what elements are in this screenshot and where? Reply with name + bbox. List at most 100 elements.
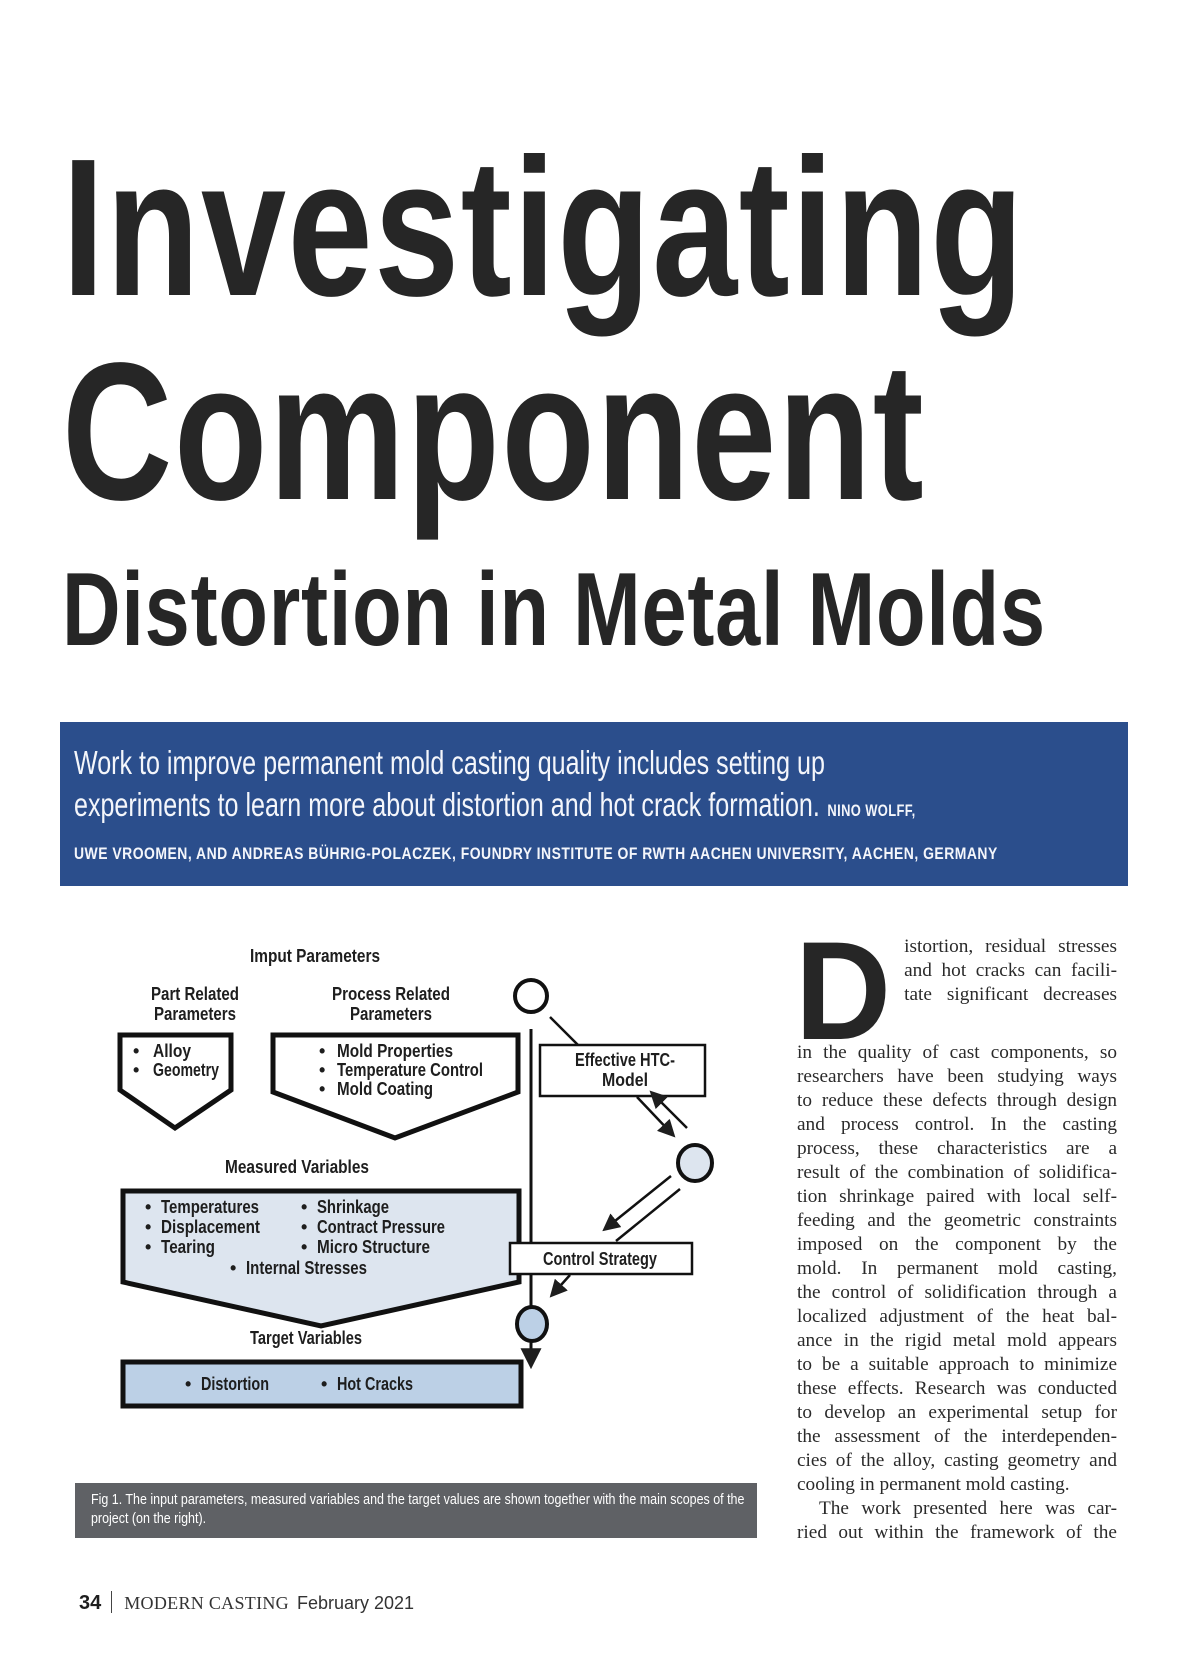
measured-item-internal-stresses: Internal Stresses [246, 1258, 367, 1278]
part-related-heading-2: Parameters [154, 1004, 236, 1024]
arrow-control-to-bottom [549, 1274, 571, 1298]
footer-divider [111, 1591, 113, 1613]
body-line: the control of solidification through a [797, 1282, 1117, 1303]
bullet: • [133, 1041, 139, 1061]
body-line: imposed on the component by the [797, 1234, 1117, 1255]
measured-item-shrinkage: Shrinkage [317, 1197, 389, 1217]
bullet: • [319, 1079, 325, 1099]
measured-item-micro-structure: Micro Structure [317, 1237, 430, 1257]
scope-node-middle [676, 1143, 714, 1183]
process-related-heading-1: Process Related [332, 984, 450, 1004]
target-variables-box [120, 1359, 524, 1409]
body-line: in the quality of cast components, so [797, 1042, 1117, 1063]
bullet: • [145, 1197, 151, 1217]
target-variables-heading: Target Variables [250, 1328, 362, 1348]
measured-item-displacement: Displacement [161, 1217, 260, 1237]
connector-control-to-mid [615, 1188, 681, 1242]
part-related-heading-1: Part Related [151, 984, 239, 1004]
body-line: istortion, residual stresses [904, 936, 1117, 957]
arrow-mid-to-htc [649, 1090, 688, 1129]
process-item-mold-properties: Mold Properties [337, 1041, 453, 1061]
control-strategy-label: Control Strategy [543, 1249, 657, 1269]
scope-node-top [513, 978, 549, 1014]
title-line-1: Investigating [62, 118, 1026, 337]
bullet: • [301, 1197, 307, 1217]
body-line: process, these characteristics are a [797, 1138, 1117, 1159]
process-related-heading-2: Parameters [350, 1004, 432, 1024]
input-parameters-heading: Imput Parameters [250, 946, 380, 966]
bullet: • [145, 1217, 151, 1237]
body-line: feeding and the geometric constraints [797, 1210, 1117, 1231]
body-line: result of the combination of solidifica- [797, 1162, 1117, 1183]
process-item-temperature-control: Temperature Control [337, 1060, 483, 1080]
htc-model-label-1: Effective HTC- [575, 1050, 675, 1070]
control-strategy-box [508, 1241, 694, 1276]
figure-caption: Fig 1. The input parameters, measured va… [75, 1483, 757, 1538]
title-line-2: Component [62, 322, 926, 541]
figure-diagram: Imput Parameters Part Related Parameters… [75, 940, 765, 1480]
body-line: and process control. In the casting [797, 1114, 1117, 1135]
page-footer: 34 MODERN CASTING February 2021 [79, 1587, 414, 1615]
connector-top-to-htc [549, 1016, 581, 1048]
htc-model-box [538, 1043, 707, 1098]
magazine-name: MODERN CASTING [124, 1593, 289, 1613]
htc-model-label-2: Model [602, 1070, 648, 1090]
target-item-distortion: Distortion [201, 1374, 269, 1394]
arrow-mid-to-control [602, 1175, 672, 1232]
target-item-hot-cracks: Hot Cracks [337, 1374, 413, 1394]
body-text: D istortion, residual stresses and hot c… [795, 912, 1117, 1545]
measured-variables-shape [120, 1188, 522, 1329]
deck-line-2: experiments to learn more about distorti… [74, 784, 1062, 832]
bullet: • [230, 1258, 236, 1278]
measured-item-contract-pressure: Contract Pressure [317, 1217, 445, 1237]
deck-banner: Work to improve permanent mold casting q… [60, 722, 1128, 886]
bullet: • [185, 1374, 191, 1394]
bullet: • [301, 1237, 307, 1257]
body-line: tion shrinkage paired with local self- [797, 1186, 1117, 1207]
bullet: • [301, 1217, 307, 1237]
body-line: tate significant decreases [904, 984, 1117, 1005]
figure-caption-text: Fig 1. The input parameters, measured va… [91, 1492, 745, 1527]
body-line: ance in the rigid metal mold appears [797, 1330, 1117, 1351]
body-line: ried out within the framework of the [797, 1522, 1117, 1543]
title-line-3: Distortion in Metal Molds [62, 552, 1046, 668]
measured-item-temperatures: Temperatures [161, 1197, 259, 1217]
bullet: • [133, 1060, 139, 1080]
body-line: cooling in permanent mold casting. [797, 1474, 1070, 1495]
deck-line-2-text: experiments to learn more about distorti… [74, 786, 820, 823]
bullet: • [319, 1060, 325, 1080]
diagram-svg: Imput Parameters Part Related Parameters… [117, 946, 714, 1409]
part-related-shape [117, 1032, 234, 1132]
part-item-geometry: Geometry [153, 1060, 219, 1080]
body-line: and hot cracks can facili- [904, 960, 1117, 981]
body-line: The work presented here was car- [819, 1498, 1117, 1519]
deck-line-1: Work to improve permanent mold casting q… [74, 744, 825, 781]
process-related-shape [270, 1032, 521, 1141]
page-number: 34 [79, 1592, 102, 1614]
arrow-htc-to-mid [636, 1096, 676, 1138]
body-line: these effects. Research was conducted [797, 1378, 1117, 1399]
body-line: cies of the alloy, casting geometry and [797, 1450, 1117, 1471]
body-paragraph-2: The work presented here was car- ried ou… [797, 1497, 1117, 1545]
body-line: to develop an experimental setup for [797, 1402, 1117, 1423]
deck-text: Work to improve permanent mold casting q… [74, 742, 1062, 832]
bullet: • [145, 1237, 151, 1257]
issue-date: February 2021 [296, 1593, 415, 1613]
body-line: to be a suitable approach to minimize [797, 1354, 1117, 1375]
measured-variables-heading: Measured Variables [225, 1157, 369, 1177]
body-line: the assessment of the interdependen- [797, 1426, 1117, 1447]
body-line: to reduce these defects through design [797, 1090, 1117, 1111]
measured-item-tearing: Tearing [161, 1237, 215, 1257]
process-item-mold-coating: Mold Coating [337, 1079, 433, 1099]
body-paragraph-1: istortion, residual stresses and hot cra… [797, 935, 1117, 1497]
body-line: localized adjustment of the heat bal- [797, 1306, 1117, 1327]
authors-part-1: NINO WOLFF, [827, 801, 916, 820]
bullet: • [319, 1041, 325, 1061]
scope-node-bottom [515, 1305, 549, 1343]
authors-part-2: UWE VROOMEN, AND ANDREAS BÜHRIG-POLACZEK… [74, 844, 998, 863]
dropcap: D [795, 912, 892, 1069]
body-line: researchers have been studying ways [797, 1066, 1117, 1087]
body-line: mold. In permanent mold casting, [797, 1258, 1117, 1279]
part-item-alloy: Alloy [153, 1041, 191, 1061]
bullet: • [321, 1374, 327, 1394]
